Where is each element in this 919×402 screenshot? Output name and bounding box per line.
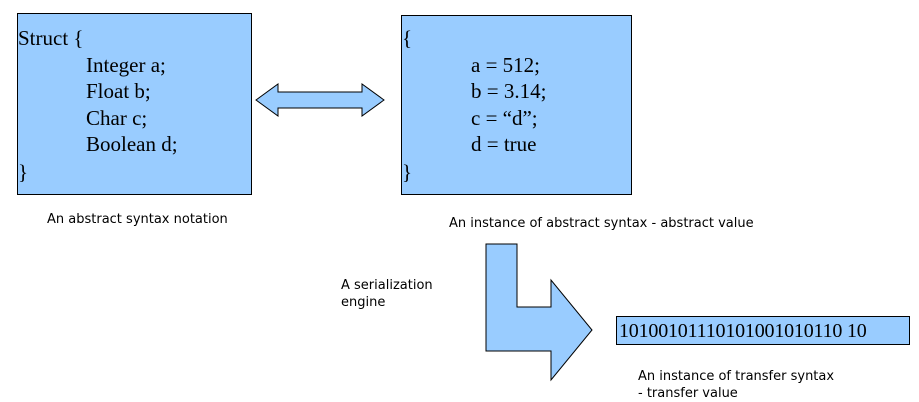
value-b: b = 3.14;: [471, 79, 547, 103]
serialization-label-line1: A serialization: [341, 278, 433, 293]
struct-close-brace: }: [18, 160, 29, 184]
value-d: d = true: [471, 132, 537, 156]
serialization-engine-label: A serialization engine: [341, 277, 433, 311]
value-close-brace: }: [402, 160, 413, 184]
field-float-b: Float b;: [86, 79, 151, 103]
abstract-syntax-caption: An abstract syntax notation: [47, 212, 228, 227]
abstract-value-caption: An instance of abstract syntax - abstrac…: [449, 216, 754, 231]
transfer-value-box: 10100101110101001010110 10: [616, 316, 910, 345]
serialization-label-line2: engine: [341, 295, 386, 310]
value-open-brace: {: [402, 26, 413, 50]
value-a: a = 512;: [471, 53, 540, 77]
field-integer-a: Integer a;: [86, 53, 166, 77]
transfer-caption-line2: - transfer value: [638, 386, 738, 401]
transfer-value-caption: An instance of transfer syntax - transfe…: [638, 368, 834, 402]
field-char-c: Char c;: [86, 106, 148, 130]
field-boolean-d: Boolean d;: [86, 132, 178, 156]
value-c: c = “d”;: [471, 106, 538, 130]
double-arrow-icon: [255, 83, 385, 117]
abstract-syntax-box: Struct { Integer a; Float b; Char c; Boo…: [17, 13, 252, 195]
transfer-caption-line1: An instance of transfer syntax: [638, 369, 835, 384]
bent-arrow-icon: [485, 243, 593, 382]
abstract-value-box: { a = 512; b = 3.14; c = “d”; d = true }: [401, 15, 632, 195]
struct-open-line: Struct {: [18, 26, 84, 50]
transfer-bits: 10100101110101001010110 10: [619, 320, 867, 342]
